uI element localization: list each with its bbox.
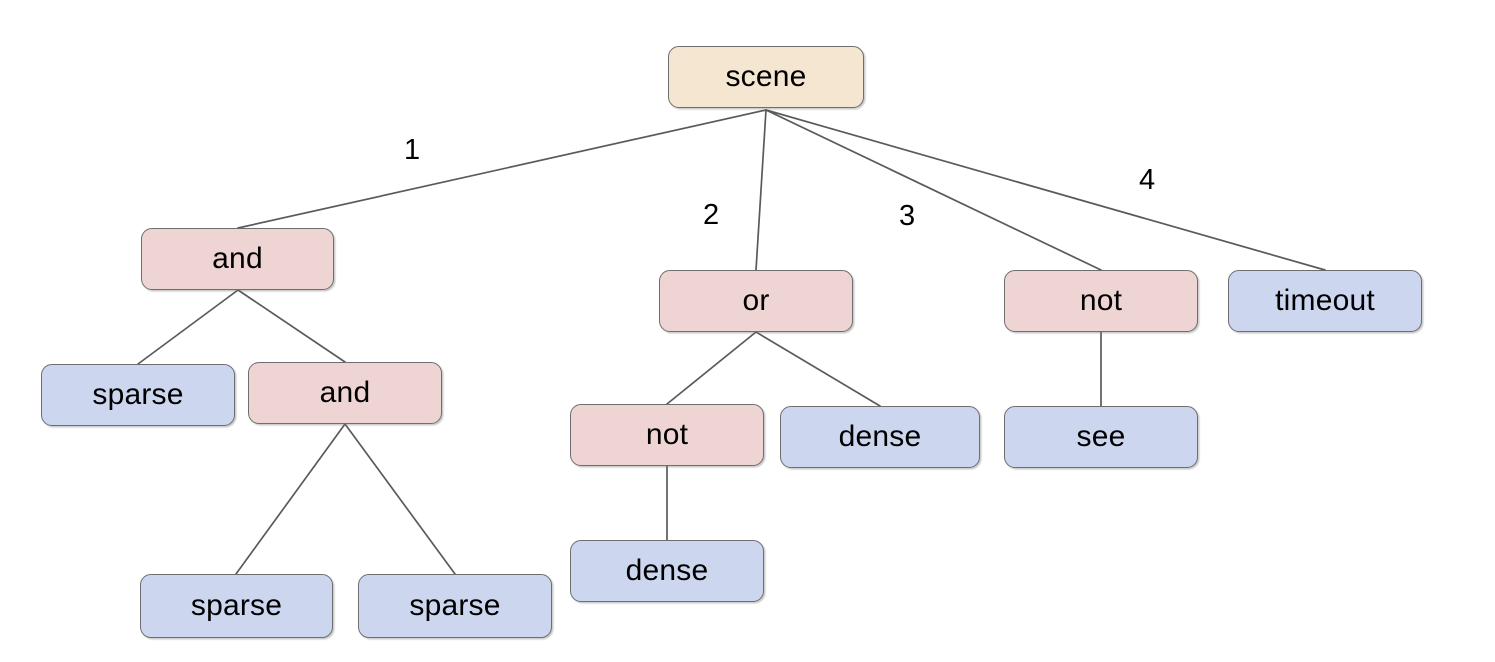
- tree-node-label: see: [1076, 420, 1126, 453]
- tree-edge-and1-to-sparse1: [137, 289, 239, 365]
- tree-edge-or1-to-not2: [666, 331, 757, 405]
- tree-node-label: not: [1079, 284, 1123, 317]
- tree-node-timeout1[interactable]: timeout: [1228, 270, 1422, 332]
- edge-label-3: 3: [899, 200, 916, 232]
- tree-edge-and1-to-and2: [237, 289, 346, 363]
- tree-edge-scene-to-or1: [755, 109, 767, 271]
- tree-edge-scene-to-and1: [237, 109, 767, 229]
- tree-node-not2[interactable]: not: [570, 404, 764, 466]
- tree-node-dense1[interactable]: dense: [780, 406, 980, 468]
- tree-node-sparse2[interactable]: sparse: [140, 574, 333, 638]
- tree-node-label: sparse: [409, 589, 501, 622]
- tree-node-label: and: [212, 242, 263, 275]
- tree-edge-scene-to-not1: [765, 109, 1102, 271]
- tree-edge-scene-to-timeout1: [765, 109, 1326, 271]
- tree-node-label: scene: [725, 60, 807, 93]
- tree-node-see1[interactable]: see: [1004, 406, 1198, 468]
- tree-node-not1[interactable]: not: [1004, 270, 1198, 332]
- tree-node-sparse3[interactable]: sparse: [358, 574, 552, 638]
- tree-edge-or1-to-dense1: [755, 331, 881, 407]
- tree-node-sparse1[interactable]: sparse: [41, 364, 235, 426]
- tree-node-label: dense: [625, 554, 709, 587]
- tree-node-label: or: [742, 284, 770, 317]
- tree-node-or1[interactable]: or: [659, 270, 853, 332]
- tree-node-and2[interactable]: and: [248, 362, 442, 424]
- tree-node-label: sparse: [92, 378, 184, 411]
- edge-label-2: 2: [703, 199, 720, 231]
- edge-label-4: 4: [1139, 164, 1156, 196]
- tree-node-dense2[interactable]: dense: [570, 540, 764, 602]
- tree-node-label: and: [319, 376, 371, 409]
- tree-node-label: not: [645, 418, 689, 451]
- tree-node-scene[interactable]: scene: [668, 46, 864, 108]
- tree-edge-and2-to-sparse2: [235, 423, 346, 575]
- tree-node-label: dense: [838, 420, 922, 453]
- tree-node-label: timeout: [1275, 284, 1375, 317]
- tree-node-and1[interactable]: and: [141, 228, 334, 290]
- edge-label-1: 1: [404, 134, 421, 166]
- tree-edge-and2-to-sparse3: [344, 423, 456, 575]
- tree-node-label: sparse: [190, 589, 283, 622]
